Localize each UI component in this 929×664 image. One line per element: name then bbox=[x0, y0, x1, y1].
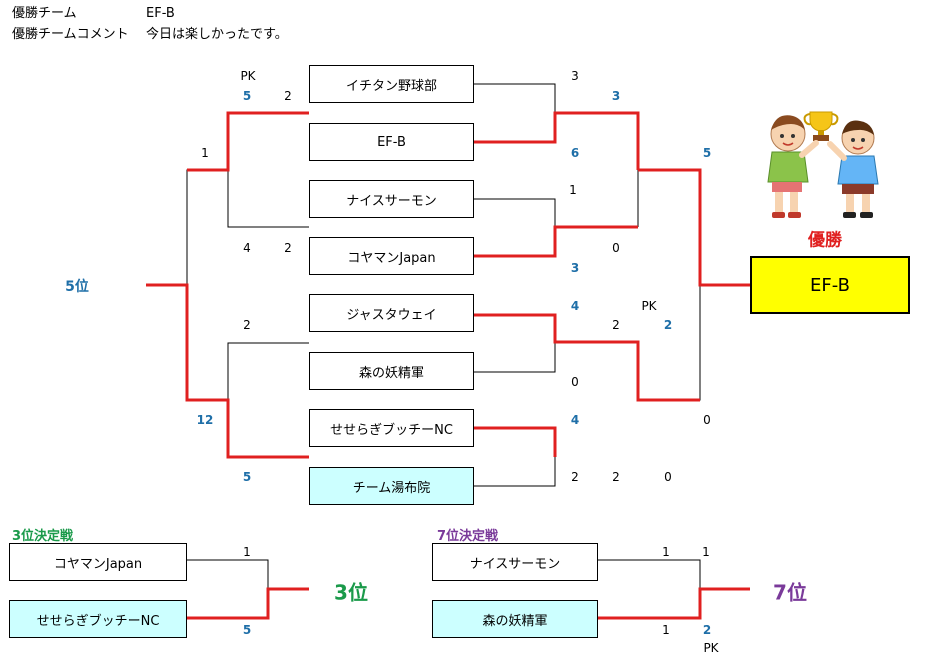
seventh-place-team-2[interactable]: 森の妖精軍 bbox=[432, 600, 598, 638]
seventh-place-score-top-b: 1 bbox=[702, 545, 710, 559]
seventh-place-team-1[interactable]: ナイスサーモン bbox=[432, 543, 598, 581]
seventh-place-pk-label: PK bbox=[703, 641, 719, 655]
seventh-place-score-bottom-a: 1 bbox=[662, 623, 670, 637]
team-box-4[interactable]: コヤマンJapan bbox=[309, 237, 474, 275]
winner-label: 優勝チーム bbox=[12, 6, 77, 21]
score-r1-m1-bottom: 6 bbox=[570, 146, 580, 160]
winner-value: EF-B bbox=[146, 6, 175, 21]
score-left-q2-a: 4 bbox=[243, 241, 251, 255]
third-place-team-1[interactable]: コヤマンJapan bbox=[9, 543, 187, 581]
score-sf-b-bottom: 2 bbox=[612, 470, 620, 484]
score-final-top: 5 bbox=[702, 146, 712, 160]
score-sf-a-bottom: 0 bbox=[612, 241, 620, 255]
score-r1-m3-top: 4 bbox=[570, 299, 580, 313]
comment-value: 今日は楽しかったです。 bbox=[146, 27, 288, 42]
score-left-q3: 2 bbox=[243, 318, 251, 332]
seventh-place-title: 7位決定戦 bbox=[437, 529, 499, 544]
comment-label: 優勝チームコメント bbox=[12, 27, 129, 42]
pk-label-sf-b: PK bbox=[641, 299, 657, 313]
score-sf-b-pk-top: 2 bbox=[663, 318, 673, 332]
third-place-score-top: 1 bbox=[243, 545, 251, 559]
score-final-bottom: 0 bbox=[703, 413, 711, 427]
score-r1-m2-top: 1 bbox=[569, 183, 577, 197]
score-sf-b-pk-bottom: 0 bbox=[664, 470, 672, 484]
team-box-3[interactable]: ナイスサーモン bbox=[309, 180, 474, 218]
score-left-q4: 5 bbox=[242, 470, 252, 484]
seventh-place-score-top-a: 1 bbox=[662, 545, 670, 559]
team-box-7[interactable]: せせらぎブッチーNC bbox=[309, 409, 474, 447]
score-left-q1-pk: 5 bbox=[242, 89, 252, 103]
fifth-place-label: 5位 bbox=[65, 279, 89, 295]
score-r1-m2-bottom: 3 bbox=[570, 261, 580, 275]
pk-label-left: PK bbox=[240, 69, 256, 83]
score-left-bottom-total: 12 bbox=[196, 413, 214, 427]
winning-lines bbox=[146, 111, 750, 620]
score-r1-m4-bottom: 2 bbox=[571, 470, 579, 484]
champion-title: 優勝 bbox=[808, 230, 842, 251]
champion-illustration-icon bbox=[767, 111, 879, 218]
seventh-place-result: 7位 bbox=[773, 580, 807, 605]
score-r1-m1-top: 3 bbox=[571, 69, 579, 83]
team-box-5[interactable]: ジャスタウェイ bbox=[309, 294, 474, 332]
seventh-place-score-bottom-b: 2 bbox=[702, 623, 712, 637]
third-place-team-2[interactable]: せせらぎブッチーNC bbox=[9, 600, 187, 638]
score-sf-a-top: 3 bbox=[611, 89, 621, 103]
third-place-result: 3位 bbox=[334, 580, 368, 605]
third-place-score-bottom: 5 bbox=[242, 623, 252, 637]
score-r1-m4-top: 4 bbox=[570, 413, 580, 427]
score-left-q2-b: 2 bbox=[284, 241, 292, 255]
champion-box[interactable]: EF-B bbox=[750, 256, 910, 314]
score-r1-m3-bottom: 0 bbox=[571, 375, 579, 389]
score-left-top-total: 1 bbox=[201, 146, 209, 160]
team-box-8[interactable]: チーム湯布院 bbox=[309, 467, 474, 505]
score-sf-b-top: 2 bbox=[612, 318, 620, 332]
team-box-6[interactable]: 森の妖精軍 bbox=[309, 352, 474, 390]
team-box-1[interactable]: イチタン野球部 bbox=[309, 65, 474, 103]
score-left-q1: 2 bbox=[284, 89, 292, 103]
third-place-title: 3位決定戦 bbox=[12, 529, 74, 544]
team-box-2[interactable]: EF-B bbox=[309, 123, 474, 161]
